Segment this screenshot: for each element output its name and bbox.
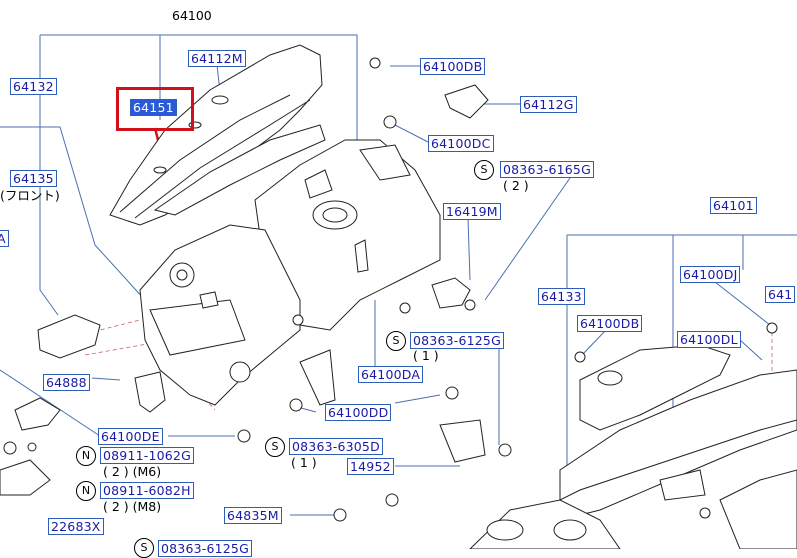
part-64100DB-top[interactable]: 64100DB xyxy=(420,58,486,75)
strut-top-hole xyxy=(322,207,348,223)
front-note: (フロント) xyxy=(0,188,60,203)
strut-clip xyxy=(354,239,369,273)
part-left-edge[interactable]: A xyxy=(0,230,9,247)
part-64100DE[interactable]: 64100DE xyxy=(98,428,163,445)
highlight-box xyxy=(116,87,194,131)
nut-symbol-6082H: N xyxy=(76,481,96,501)
bolt-lower-right xyxy=(699,507,711,519)
strut-upper-plate xyxy=(359,144,411,181)
part-08911-1062G[interactable]: 08911-1062G xyxy=(100,447,194,464)
part-08911-6082H[interactable]: 08911-6082H xyxy=(100,482,194,499)
rail-hole-3 xyxy=(153,166,167,174)
part-64100DD[interactable]: 64100DD xyxy=(325,404,392,421)
bracket-16419M xyxy=(431,277,471,309)
leader-6165G xyxy=(484,177,571,301)
part-22683X[interactable]: 22683X xyxy=(48,518,104,535)
leader-64100DJ xyxy=(714,281,771,326)
apron-hole-inner xyxy=(176,269,188,281)
qty-6125G: ( 1 ) xyxy=(413,348,439,363)
part-64151[interactable]: 64151 xyxy=(130,99,177,116)
rail-edge-1 xyxy=(119,94,291,213)
bolt-64100DC xyxy=(383,115,397,129)
apron-hole-low xyxy=(229,361,251,383)
bracket-22683X xyxy=(0,459,51,496)
washer-left xyxy=(3,441,17,455)
part-64100DL[interactable]: 64100DL xyxy=(677,331,741,348)
leader-64100DC xyxy=(394,124,431,144)
qty-6305D: ( 1 ) xyxy=(291,455,317,470)
right-upper-bracket xyxy=(579,344,731,431)
part-64100DA[interactable]: 64100DA xyxy=(358,366,424,383)
qty-6165G: ( 2 ) xyxy=(503,178,529,193)
leader-64100DB-right xyxy=(581,329,607,356)
bolt-64100DD xyxy=(289,398,303,412)
screw-symbol-6305D: S xyxy=(265,437,285,457)
part-64888[interactable]: 64888 xyxy=(43,374,90,391)
bracket-14952 xyxy=(439,419,486,463)
rail-hole-1 xyxy=(211,95,229,105)
part-641-edge[interactable]: 641 xyxy=(765,286,796,303)
part-16419M[interactable]: 16419M xyxy=(443,203,501,220)
bolt-64100DE xyxy=(237,429,251,443)
rail-edge-2 xyxy=(134,99,311,219)
nut-m6 xyxy=(27,442,37,452)
right-member-tab xyxy=(659,469,706,501)
strut-bracket xyxy=(304,169,333,199)
part-64835M[interactable]: 64835M xyxy=(224,507,282,524)
qty-6082H: ( 2 ) (M8) xyxy=(103,499,162,514)
lower-housing-hole-2 xyxy=(553,519,587,541)
bolt-bottom xyxy=(385,493,399,507)
bolt-64100DJ xyxy=(766,322,778,334)
leader-14952-a xyxy=(394,394,441,404)
bolt-64100DB xyxy=(369,57,381,69)
leader-64888 xyxy=(91,377,121,381)
part-64100DJ[interactable]: 64100DJ xyxy=(680,266,741,283)
part-08363-6165G[interactable]: 08363-6165G xyxy=(500,161,594,178)
leader-left xyxy=(0,126,146,301)
screw-symbol-6165G: S xyxy=(474,160,494,180)
nut-symbol-1062G: N xyxy=(76,446,96,466)
side-member-edge xyxy=(519,419,797,521)
part-64135[interactable]: 64135 xyxy=(10,170,57,187)
clip-64835M xyxy=(333,508,347,522)
leader-64100DL xyxy=(739,339,763,361)
lower-housing-hole-1 xyxy=(486,519,524,541)
screw-symbol-6125G: S xyxy=(386,331,406,351)
part-64112G[interactable]: 64112G xyxy=(520,96,577,113)
bolt-6165G xyxy=(464,299,476,311)
part-64100DB-right[interactable]: 64100DB xyxy=(577,315,643,332)
part-14952[interactable]: 14952 xyxy=(347,458,394,475)
part-64100DC[interactable]: 64100DC xyxy=(428,135,494,152)
right-bracket-hole xyxy=(597,370,623,386)
part-64133[interactable]: 64133 xyxy=(538,288,585,305)
qty-1062G: ( 2 ) (M6) xyxy=(103,464,162,479)
part-08363-6125G[interactable]: 08363-6125G xyxy=(410,332,504,349)
apron-bolt xyxy=(292,314,304,326)
bolt-6305D xyxy=(445,386,459,400)
part-64101[interactable]: 64101 xyxy=(710,197,757,214)
leader-64100-bracket xyxy=(40,34,358,140)
part-08363-6305D[interactable]: 08363-6305D xyxy=(289,438,383,455)
apron-tab xyxy=(199,291,219,309)
part-64132[interactable]: 64132 xyxy=(10,78,57,95)
bolt-64100DB-right xyxy=(574,351,586,363)
bracket-left xyxy=(14,397,61,431)
bracket-64112G xyxy=(444,84,489,119)
leader-64135 xyxy=(39,185,59,316)
bracket-64888 xyxy=(134,371,166,413)
bolt-6125G xyxy=(498,443,512,457)
leader-16419M xyxy=(467,217,471,281)
leader-left-lower xyxy=(0,369,101,437)
bolt-64100DA xyxy=(399,302,411,314)
right-lower-member xyxy=(719,469,797,549)
assembly-number-64100: 64100 xyxy=(172,8,212,23)
bracket-64100DA xyxy=(299,349,336,406)
bracket-64135 xyxy=(37,314,101,359)
lower-rail-part xyxy=(153,124,326,216)
screw-symbol-bottom: S xyxy=(134,538,154,558)
part-64112M[interactable]: 64112M xyxy=(188,50,246,67)
